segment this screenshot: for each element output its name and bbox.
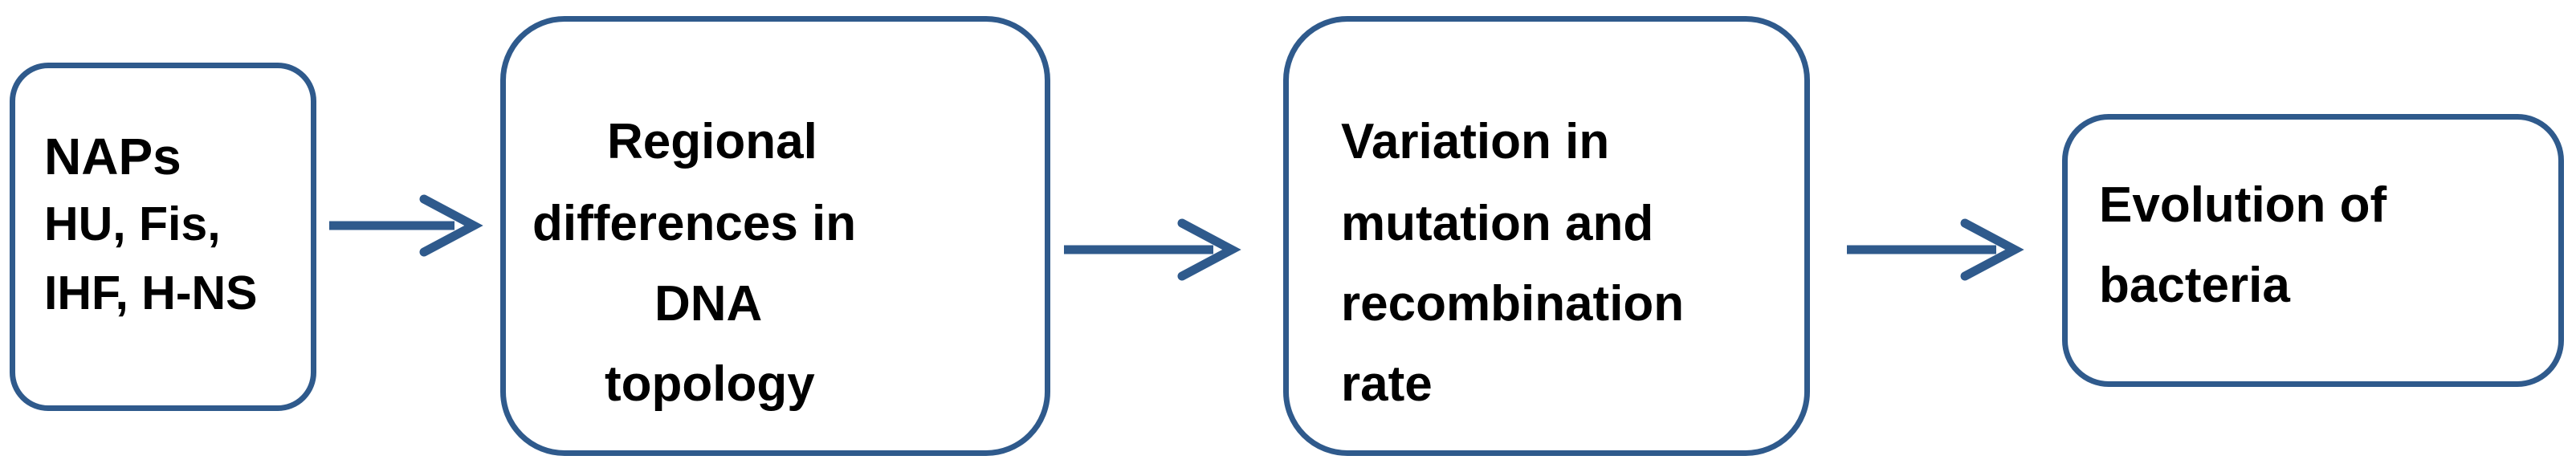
arrow-variation-to-evolution [1847, 218, 2024, 281]
regional-box [500, 16, 1050, 456]
variation-box [1283, 16, 1810, 456]
naps-line-2: HU, Fis, [44, 197, 221, 250]
evolution-line-2: bacteria [2099, 258, 2290, 313]
regional-line-3: DNA [654, 276, 763, 332]
naps-box [10, 63, 316, 411]
arrow-naps-to-regional [329, 194, 483, 257]
variation-line-3: recombination [1341, 276, 1685, 332]
variation-line-1: Variation in [1341, 114, 1610, 169]
variation-line-4: rate [1341, 356, 1433, 412]
naps-line-3: IHF, H-NS [44, 267, 258, 319]
arrow-regional-to-variation [1064, 218, 1241, 281]
regional-line-4: topology [605, 356, 815, 412]
evolution-line-1: Evolution of [2099, 177, 2387, 233]
variation-line-2: mutation and [1341, 196, 1654, 251]
regional-line-1: Regional [607, 114, 817, 169]
regional-line-2: differences in [532, 196, 857, 251]
evolution-box [2062, 114, 2564, 387]
naps-title: NAPs [44, 128, 181, 185]
